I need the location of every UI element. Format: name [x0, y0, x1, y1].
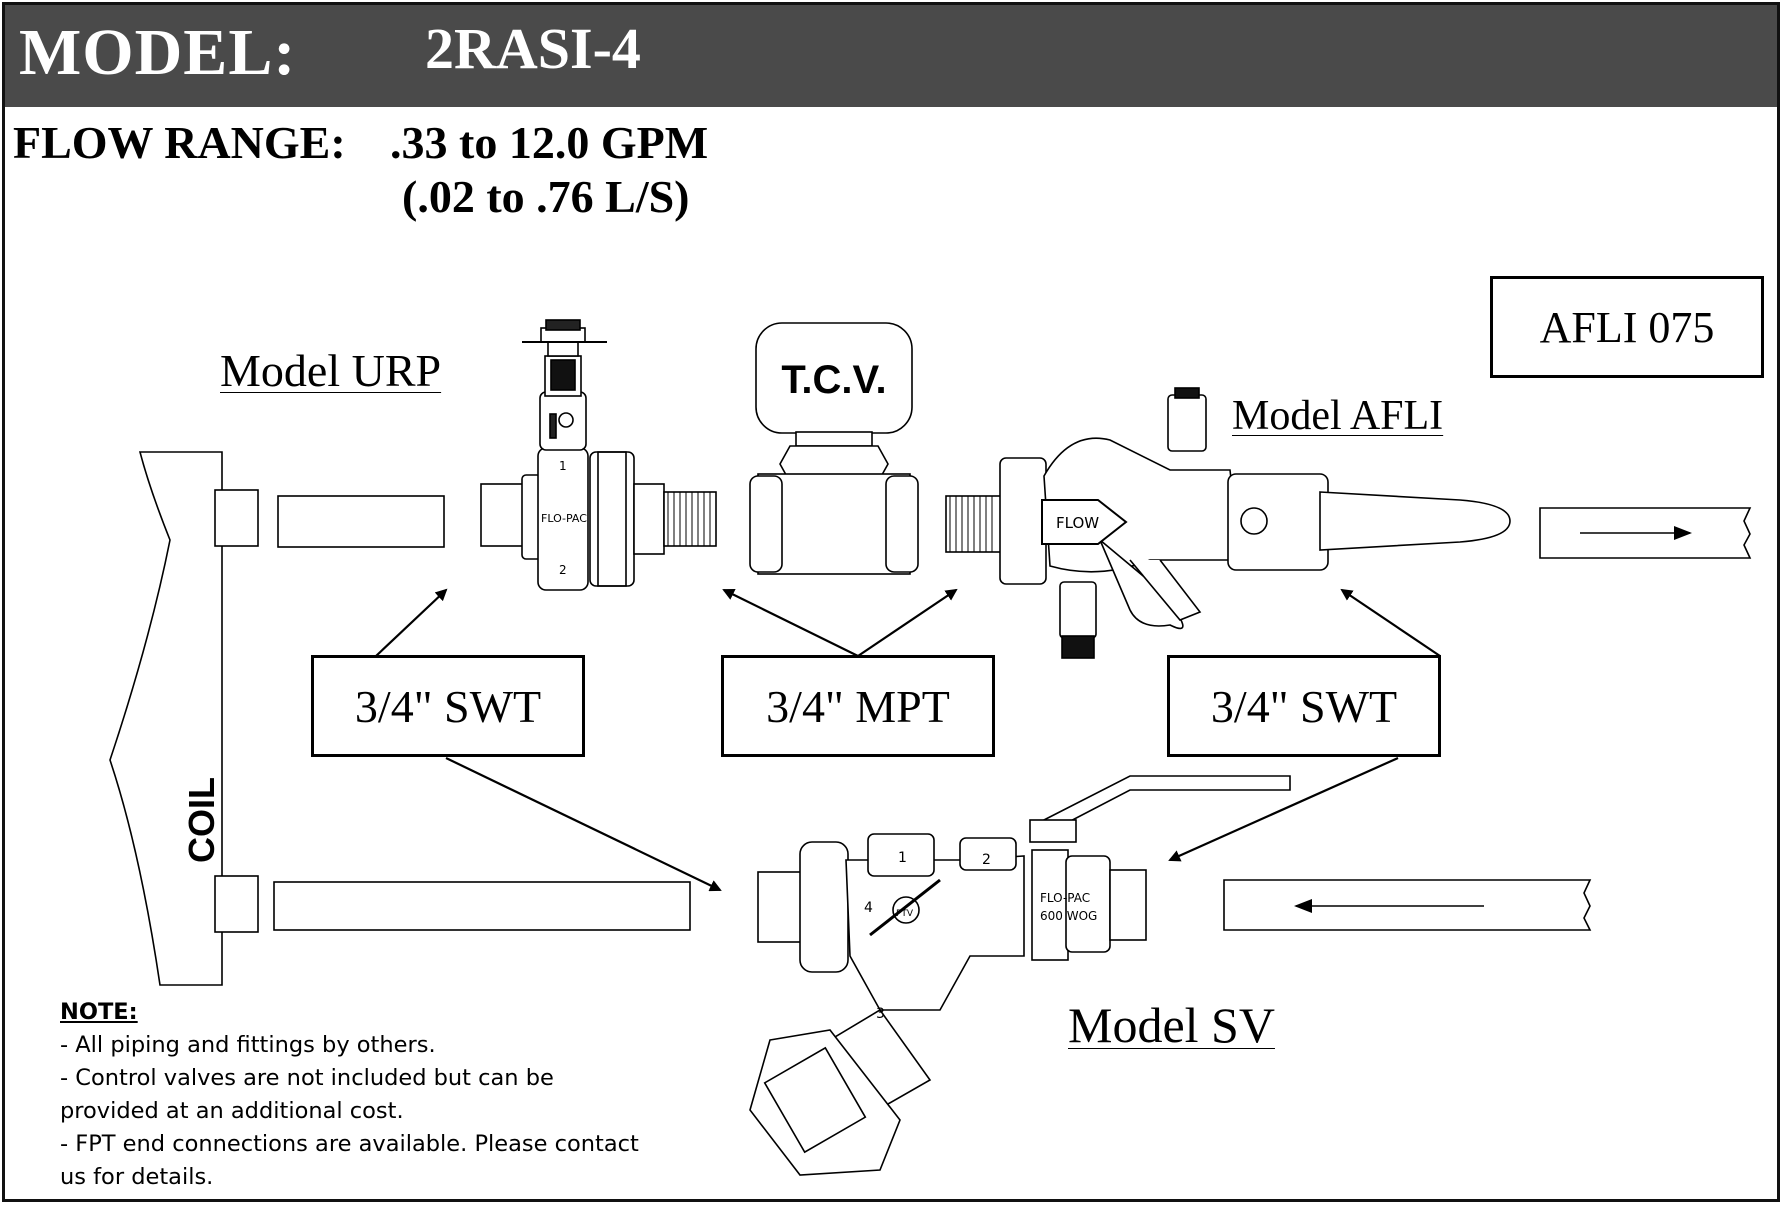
urp-port-1: 1 [559, 459, 567, 473]
leader-arrows [375, 588, 1441, 892]
model-afli-label: Model AFLI [1232, 393, 1444, 439]
model-urp-label: Model URP [220, 345, 442, 396]
sv-port-1: 1 [898, 850, 907, 866]
flow-range-gpm: .33 to 12.0 GPM [390, 117, 709, 168]
notes-block: NOTE: - All piping and fittings by other… [60, 996, 660, 1194]
coil-label: COIL [181, 777, 222, 863]
notes-title: NOTE: [60, 999, 138, 1025]
flow-range-label: FLOW RANGE: [13, 117, 346, 168]
sv-valve: 1 2 3 4 PTV FLO-PAC 600 WOG [749, 775, 1291, 1176]
sv-port-4: 4 [864, 900, 873, 916]
afli-size-box: AFLI 075 [1490, 276, 1764, 378]
afli-flow-arrow-label: FLOW [1056, 514, 1099, 532]
supply-pipe-upper [277, 495, 445, 548]
coil-outline [109, 451, 223, 986]
afli-valve: FLOW [945, 387, 1511, 659]
note-line: - Control valves are not included but ca… [60, 1065, 554, 1091]
sv-port-3: 3 [876, 1006, 885, 1022]
model-header-bar: MODEL: 2RASI-4 [5, 5, 1777, 107]
connection-right-swt: 3/4" SWT [1167, 655, 1441, 757]
model-number: 2RASI-4 [425, 16, 641, 81]
model-sv-label: Model SV [1068, 997, 1275, 1053]
note-line: - FPT end connections are available. Ple… [60, 1131, 639, 1157]
urp-valve: 1 2 FLO-PAC [480, 319, 717, 591]
note-line: provided at an additional cost. [60, 1098, 404, 1124]
return-pipe-lower [273, 881, 691, 931]
tcv-label: T.C.V. [781, 358, 886, 402]
model-label: MODEL: [19, 16, 297, 89]
sv-ptv-mark: PTV [896, 909, 914, 919]
inlet-pipe-lower [1223, 879, 1592, 931]
note-line: us for details. [60, 1164, 214, 1190]
tcv-valve [749, 322, 919, 575]
urp-port-2: 2 [559, 563, 567, 577]
sv-port-2: 2 [982, 852, 991, 868]
connection-left-swt: 3/4" SWT [311, 655, 585, 757]
connection-middle-mpt: 3/4" MPT [721, 655, 995, 757]
flow-range-ls: (.02 to .76 L/S) [402, 171, 690, 222]
sv-flopac-mark: FLO-PAC [1040, 891, 1090, 905]
note-line: - All piping and fittings by others. [60, 1032, 436, 1058]
urp-flopac-mark: FLO-PAC [541, 512, 587, 525]
sv-wog-mark: 600 WOG [1040, 909, 1097, 923]
